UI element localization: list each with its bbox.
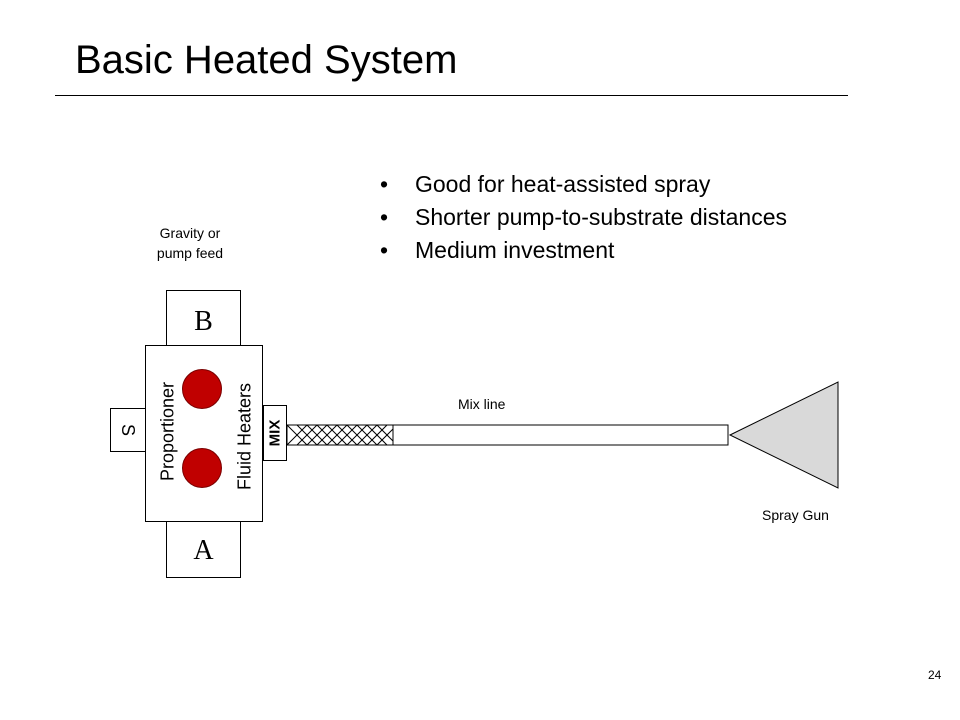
bullet-glyph: • (380, 237, 389, 263)
tank-b: B (166, 290, 241, 348)
bullet-text: Good for heat-assisted spray (415, 171, 711, 197)
bullet-glyph: • (380, 171, 389, 197)
fluid-heaters-label: Fluid Heaters (234, 382, 255, 491)
mix-manifold: MIX (263, 405, 287, 461)
bullet-item: • Good for heat-assisted spray (380, 168, 787, 201)
s-label: S (118, 423, 139, 436)
bullet-list: • Good for heat-assisted spray • Shorter p… (380, 168, 787, 267)
tank-a: A (166, 520, 241, 578)
slide-title: Basic Heated System (75, 38, 458, 82)
mix-line-label: Mix line (458, 396, 506, 412)
title-divider (55, 95, 848, 96)
bullet-item: • Shorter pump-to-substrate distances (380, 201, 787, 234)
page-number: 24 (928, 668, 942, 682)
spray-gun-icon (728, 381, 839, 489)
heater-icon (182, 448, 222, 488)
heater-icon (182, 369, 222, 409)
feed-label-line2: pump feed (156, 245, 224, 261)
s-box: S (110, 408, 146, 452)
bullet-text: Shorter pump-to-substrate distances (415, 204, 788, 230)
bullet-glyph: • (380, 204, 389, 230)
mix-hose (392, 424, 729, 446)
spray-gun-label: Spray Gun (762, 507, 829, 523)
bullet-item: • Medium investment (380, 234, 787, 267)
mix-label: MIX (266, 419, 284, 447)
static-mixer-hatch (286, 424, 394, 446)
feed-label-line1: Gravity or (159, 225, 221, 241)
proportioner-label: Proportioner (157, 381, 178, 482)
bullet-text: Medium investment (415, 237, 615, 263)
feed-label: Gravity or pump feed (130, 223, 250, 263)
